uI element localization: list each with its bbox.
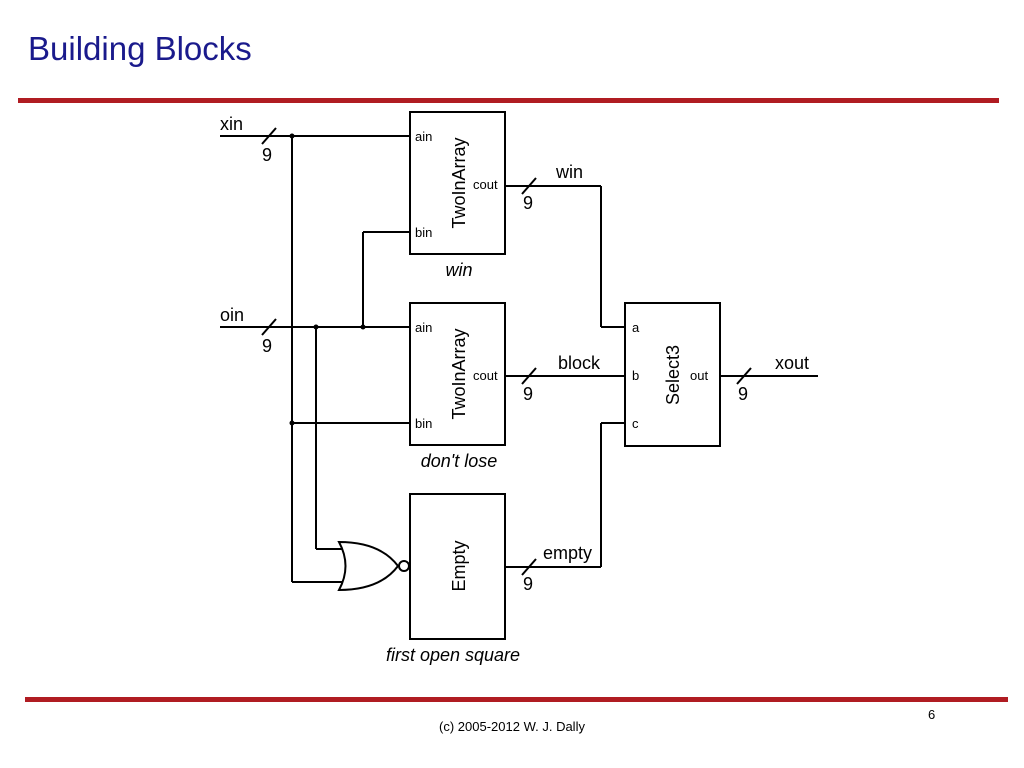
port-bin-lose: bin bbox=[415, 416, 432, 431]
bus-width-xin: 9 bbox=[262, 145, 272, 165]
port-a-select: a bbox=[632, 320, 640, 335]
signal-xin-label: xin bbox=[220, 114, 243, 134]
signal-empty-label: empty bbox=[543, 543, 592, 563]
module-name-empty: Empty bbox=[449, 540, 469, 591]
twoinarray-win-block bbox=[409, 111, 506, 255]
port-out-select: out bbox=[690, 368, 708, 383]
module-name-lose: TwoInArray bbox=[449, 328, 469, 419]
select3-block bbox=[624, 302, 721, 447]
signal-block-label: block bbox=[558, 353, 601, 373]
page-number: 6 bbox=[928, 707, 936, 722]
signal-oin-label: oin bbox=[220, 305, 244, 325]
signal-win-label: win bbox=[555, 162, 583, 182]
bottom-rule bbox=[25, 697, 1008, 702]
slide-title: Building Blocks bbox=[28, 30, 252, 67]
top-rule bbox=[18, 98, 999, 103]
port-c-select: c bbox=[632, 416, 639, 431]
instance-label-dontlose: don't lose bbox=[421, 451, 498, 471]
module-name-select3: Select3 bbox=[663, 345, 683, 405]
port-cout-win: cout bbox=[473, 177, 498, 192]
instance-label-firstopen: first open square bbox=[386, 645, 520, 665]
port-bin-win: bin bbox=[415, 225, 432, 240]
bus-width-empty: 9 bbox=[523, 574, 533, 594]
port-ain-lose: ain bbox=[415, 320, 432, 335]
instance-label-win: win bbox=[445, 260, 472, 280]
bus-width-win: 9 bbox=[523, 193, 533, 213]
footer-copyright: (c) 2005-2012 W. J. Dally bbox=[439, 719, 585, 734]
bus-width-block: 9 bbox=[523, 384, 533, 404]
bus-width-oin: 9 bbox=[262, 336, 272, 356]
bus-width-xout: 9 bbox=[738, 384, 748, 404]
wires bbox=[220, 127, 818, 583]
signal-xout-label: xout bbox=[775, 353, 809, 373]
junction-dots bbox=[289, 133, 366, 426]
module-name-win: TwoInArray bbox=[449, 137, 469, 228]
port-ain-win: ain bbox=[415, 129, 432, 144]
nor-gate-icon bbox=[337, 540, 410, 592]
port-b-select: b bbox=[632, 368, 639, 383]
twoinarray-dontlose-block bbox=[409, 302, 506, 446]
empty-block bbox=[409, 493, 506, 640]
port-cout-lose: cout bbox=[473, 368, 498, 383]
